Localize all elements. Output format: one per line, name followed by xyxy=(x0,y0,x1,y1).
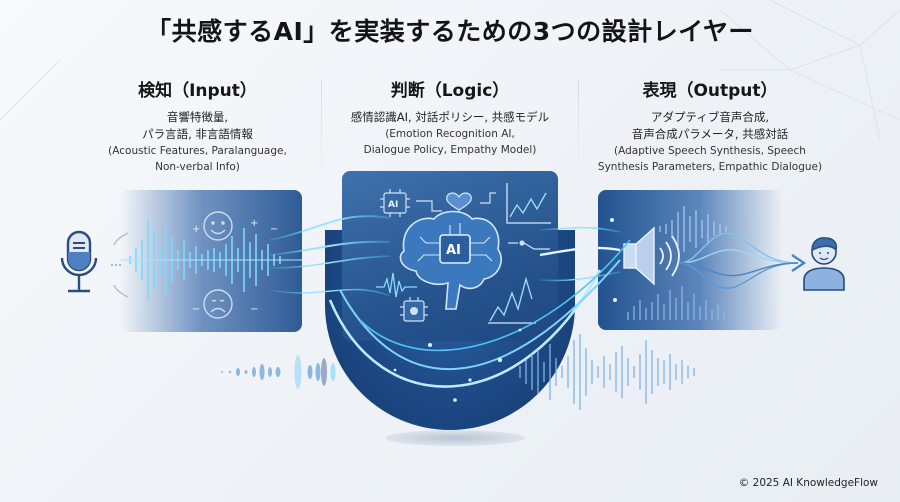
layer-output-description: 表現（Output） アダプティブ音声合成, 音声合成パラメータ, 共感対話 (… xyxy=(590,76,830,175)
svg-text:−: − xyxy=(192,304,200,315)
logic-panel-graphics: AI AI xyxy=(376,183,551,324)
top-waveform-icon xyxy=(659,206,727,252)
layer-output-jp-line-1: アダプティブ音声合成, xyxy=(651,110,769,124)
layer-output-en-line-2: Synthesis Parameters, Empathic Dialogue) xyxy=(597,161,823,173)
heart-icon xyxy=(446,192,472,211)
bottom-waveform-icon xyxy=(627,286,725,320)
person-icon xyxy=(803,237,845,291)
svg-text:−: − xyxy=(270,224,278,235)
layer-logic-en-line-1: (Emotion Recognition AI, xyxy=(385,128,515,140)
layer-output-jp-line-2: 音声合成パラメータ, 共感対話 xyxy=(631,127,789,141)
brain-chip-label: AI xyxy=(446,243,461,258)
input-panel-graphics: + + − − − xyxy=(120,211,302,319)
svg-text:+: + xyxy=(192,224,200,235)
processor-icon xyxy=(400,297,428,322)
layer-input-en-line-2: Non-verbal Info) xyxy=(155,161,240,173)
sad-face-icon xyxy=(203,289,233,319)
bar-chart-icon xyxy=(488,276,536,324)
ai-chip-label: AI xyxy=(388,200,398,210)
microphone-icon xyxy=(60,230,98,293)
column-divider xyxy=(578,80,579,190)
layer-input-description: 検知（Input） 音響特徴量, パラ言語, 非言語情報 (Acoustic F… xyxy=(90,76,305,175)
arrow-right-icon xyxy=(791,254,807,272)
layer-output-heading: 表現（Output） xyxy=(642,81,778,101)
svg-text:−: − xyxy=(250,304,258,315)
layer-output-en-line-1: (Adaptive Speech Synthesis, Speech xyxy=(614,145,806,157)
sound-arcs-icon xyxy=(111,232,129,298)
layer-logic-en-line-2: Dialogue Policy, Empathy Model) xyxy=(363,144,537,156)
layer-input-en-line-1: (Acoustic Features, Paralanguage, xyxy=(108,145,287,157)
smile-face-icon xyxy=(203,211,233,241)
layer-input-jp-line-1: 音響特徴量, xyxy=(166,110,229,124)
svg-text:+: + xyxy=(250,218,258,229)
bottom-left-waveform xyxy=(221,355,336,389)
column-divider xyxy=(321,80,322,190)
line-chart-icon xyxy=(506,183,551,224)
layer-logic-description: 判断（Logic） 感情認識AI, 対話ポリシー, 共感モデル (Emotion… xyxy=(330,76,570,158)
layer-input-jp-line-2: パラ言語, 非言語情報 xyxy=(142,127,253,141)
layer-logic-heading: 判断（Logic） xyxy=(390,81,510,101)
sound-wave-icon xyxy=(680,232,807,289)
ai-chip-icon: AI xyxy=(380,189,442,217)
layer-input-heading: 検知（Input） xyxy=(138,81,257,101)
bowl-shadow xyxy=(385,430,525,446)
copyright-footer: © 2025 AI KnowledgeFlow xyxy=(738,477,878,489)
page-title: 「共感するAI」を実装するための3つの設計レイヤー xyxy=(146,17,754,46)
brain-ai-icon: AI xyxy=(399,210,502,310)
speaker-icon xyxy=(623,226,680,286)
pulse-wave-icon xyxy=(376,272,417,298)
layer-logic-jp-line-1: 感情認識AI, 対話ポリシー, 共感モデル xyxy=(350,110,550,124)
